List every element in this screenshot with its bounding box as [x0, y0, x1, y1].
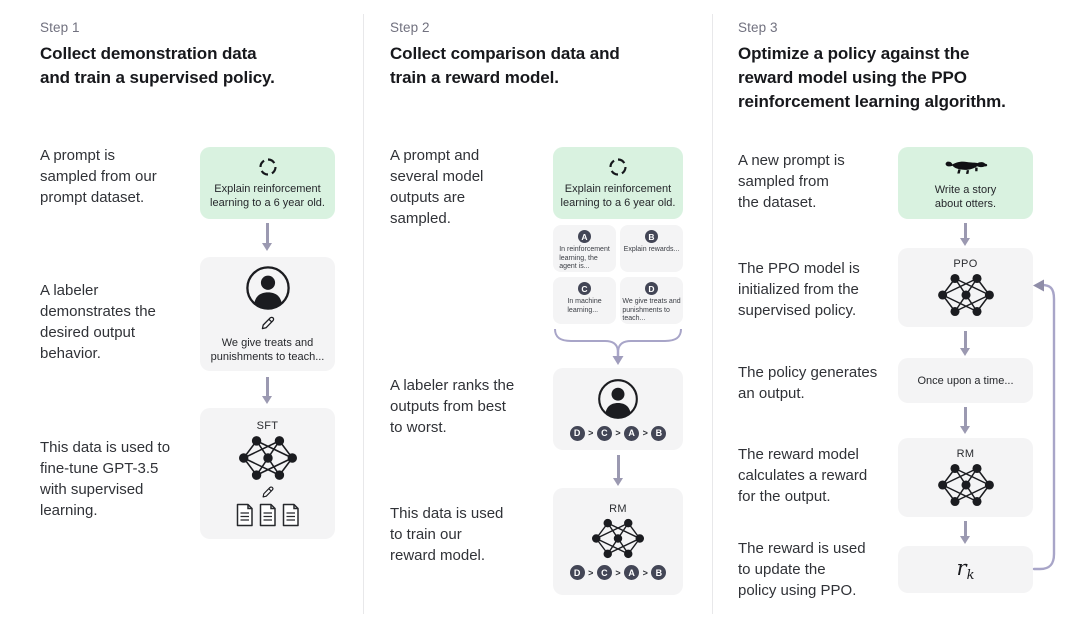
output-text-a: In reinforcement learning, the agent is.…: [559, 246, 610, 270]
neural-network-icon: [238, 435, 298, 481]
step-1-sft-box: SFT: [200, 408, 335, 539]
step-2-caption-train-rm: This data is used to train our reward mo…: [390, 505, 504, 564]
step-2-caption-ranks: A labeler ranks the outputs from best to…: [390, 377, 515, 436]
rank-badge: D: [569, 425, 585, 441]
step-1-caption-labeler: A labeler demonstrates the desired outpu…: [40, 282, 156, 362]
document-icon: [257, 503, 278, 527]
down-arrow-icon: [964, 331, 967, 349]
output-box-c: C In machine learning...: [553, 277, 616, 324]
neural-network-icon: [937, 463, 995, 507]
step-2-label: Step 2: [390, 20, 430, 35]
step-3-caption-rm-calc: The reward model calculates a reward for…: [738, 446, 868, 505]
step-2-headline: Collect comparison data and train a rewa…: [390, 44, 620, 87]
output-box-a: A In reinforcement learning, the agent i…: [553, 225, 616, 272]
down-arrow-icon: [617, 455, 620, 479]
neural-network-icon: [591, 518, 645, 559]
down-arrow-icon: [266, 223, 269, 244]
step-2-rm-box: RM D > C > A: [553, 488, 683, 595]
output-text-d: We give treats and punishments to teach.…: [622, 298, 681, 322]
cycle-icon: [258, 157, 278, 177]
pencil-icon: [260, 315, 276, 331]
rank-badge: C: [596, 425, 612, 441]
feedback-loop-arrow: [1032, 272, 1064, 584]
step-2-prompt-box: Explain reinforcement learning to a 6 ye…: [553, 147, 683, 219]
down-arrow-icon: [266, 377, 269, 397]
pencil-icon: [261, 485, 275, 499]
step-2-caption-sampled: A prompt and several model outputs are s…: [390, 147, 484, 227]
step-3-label: Step 3: [738, 20, 778, 35]
rm-label: RM: [609, 503, 627, 515]
rank-separator: >: [588, 567, 594, 578]
output-box-b: B Explain rewards...: [620, 225, 683, 272]
document-icon: [280, 503, 301, 527]
down-arrow-icon: [964, 223, 967, 239]
step-3-caption-update: The reward is used to update the policy …: [738, 540, 866, 599]
rank-badge: B: [651, 425, 667, 441]
step-3-caption-generates: The policy generates an output.: [738, 364, 878, 402]
rank-separator: >: [615, 428, 621, 438]
output-text-b: Explain rewards...: [623, 246, 680, 253]
rank-separator: >: [642, 428, 648, 438]
step-1-prompt-box: Explain reinforcement learning to a 6 ye…: [200, 147, 335, 219]
step-3-ppo-box: PPO: [898, 248, 1033, 327]
neural-network-icon: [937, 273, 995, 317]
documents-row: [234, 503, 301, 527]
step-3-reward-box: rk: [898, 546, 1033, 593]
step-1-label: Step 1: [40, 20, 80, 35]
prompt-text: Explain reinforcement learning to a 6 ye…: [560, 182, 676, 209]
cycle-icon: [608, 157, 628, 177]
output-badge-d: D: [645, 282, 658, 295]
step-3-prompt-box: Write a story about otters.: [898, 147, 1033, 219]
rank-badge: A: [624, 565, 640, 580]
generated-output-text: Once upon a time...: [917, 374, 1014, 387]
step-1-headline: Collect demonstration data and train a s…: [40, 44, 275, 87]
ppo-label: PPO: [953, 258, 978, 270]
reward-value: rk: [956, 556, 975, 583]
output-badge-a: A: [578, 230, 591, 243]
rank-badge: C: [596, 565, 612, 580]
step-1-caption-prompt: A prompt is sampled from our prompt data…: [40, 147, 157, 206]
person-icon: [597, 378, 639, 420]
document-icon: [234, 503, 255, 527]
step-3-rm-box: RM: [898, 438, 1033, 517]
column-divider-2: [712, 14, 713, 614]
otter-icon: [943, 156, 989, 178]
output-box-d: D We give treats and punishments to teac…: [620, 277, 683, 324]
rank-badge: A: [624, 425, 640, 441]
step-3-headline: Optimize a policy against the reward mod…: [738, 44, 1006, 111]
step-1-labeler-box: We give treats and punishments to teach.…: [200, 257, 335, 371]
rank-separator: >: [642, 567, 648, 578]
rank-badge: B: [651, 565, 667, 580]
rank-separator: >: [588, 428, 594, 438]
ranking-row: D > C > A > B: [569, 565, 667, 580]
step-3-caption-ppo-init: The PPO model is initialized from the su…: [738, 260, 860, 319]
down-arrow-icon: [964, 521, 967, 537]
down-arrow-icon: [964, 407, 967, 427]
prompt-text: Explain reinforcement learning to a 6 ye…: [210, 182, 325, 209]
column-divider-1: [363, 14, 364, 614]
step-2-labeler-box: D > C > A > B: [553, 368, 683, 450]
step-1-caption-finetune: This data is used to fine-tune GPT-3.5 w…: [40, 439, 171, 519]
brace-arrow-connector: [553, 328, 683, 370]
output-badge-c: C: [578, 282, 591, 295]
rank-separator: >: [615, 567, 621, 578]
ranking-row: D > C > A > B: [569, 425, 667, 441]
rm-label: RM: [956, 448, 975, 460]
prompt-text: Write a story about otters.: [934, 183, 997, 210]
output-text-c: In machine learning...: [567, 298, 602, 314]
person-icon: [245, 265, 291, 311]
rank-badge: D: [569, 565, 585, 580]
output-badge-b: B: [645, 230, 658, 243]
step-3-output-box: Once upon a time...: [898, 358, 1033, 403]
sft-label: SFT: [256, 420, 279, 432]
step-3-caption-new-prompt: A new prompt is sampled from the dataset…: [738, 152, 845, 211]
labeler-demo-text: We give treats and punishments to teach.…: [210, 336, 325, 363]
